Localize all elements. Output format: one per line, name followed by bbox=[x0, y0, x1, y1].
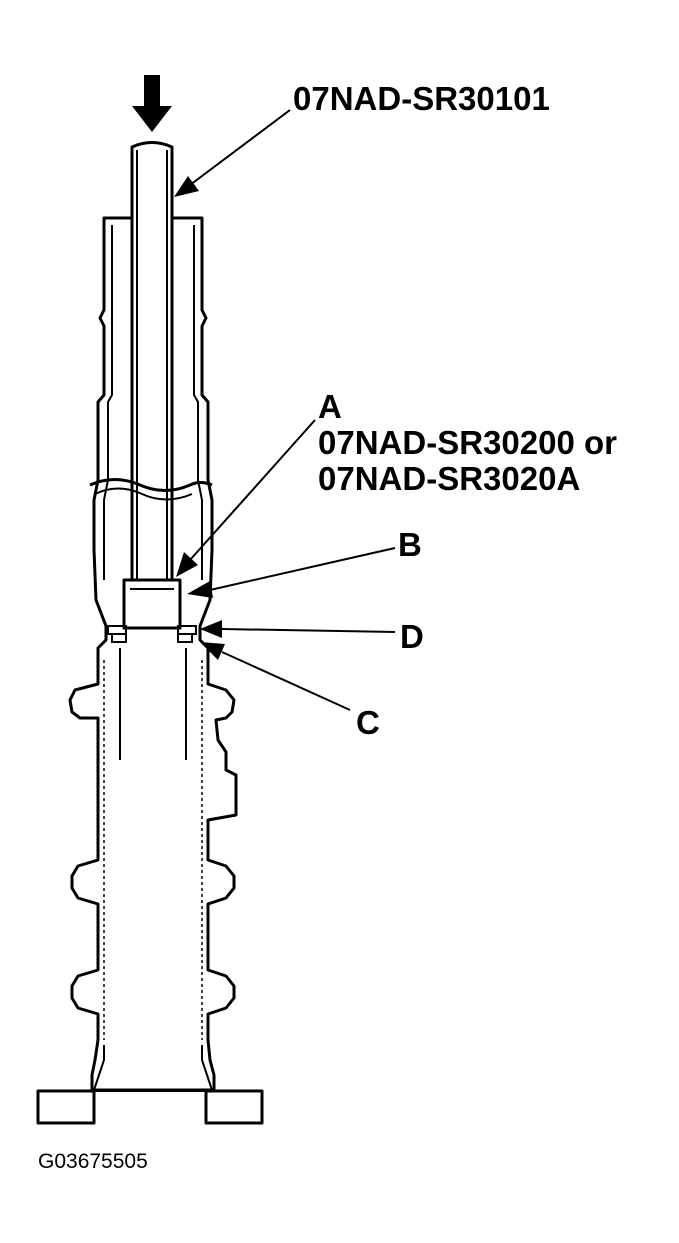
press-direction-arrow-icon bbox=[132, 75, 172, 132]
part-a-tool-line-1: 07NAD-SR30200 or bbox=[318, 424, 617, 461]
part-b-label: B bbox=[398, 526, 422, 563]
part-a-label: A bbox=[318, 388, 342, 425]
tool-number-label: 07NAD-SR30101 bbox=[293, 80, 550, 117]
part-c-label: C bbox=[356, 704, 380, 741]
housing-body bbox=[68, 216, 238, 1092]
base-blocks bbox=[36, 1089, 264, 1125]
driver-shaft bbox=[130, 141, 174, 579]
attachment-a bbox=[122, 578, 182, 630]
figure-code: G03675505 bbox=[38, 1150, 148, 1173]
leader-lines bbox=[174, 109, 396, 711]
seal-d-and-washer-c bbox=[107, 625, 197, 643]
part-d-label: D bbox=[400, 618, 424, 655]
part-a-tool-line-2: 07NAD-SR3020A bbox=[318, 460, 580, 497]
